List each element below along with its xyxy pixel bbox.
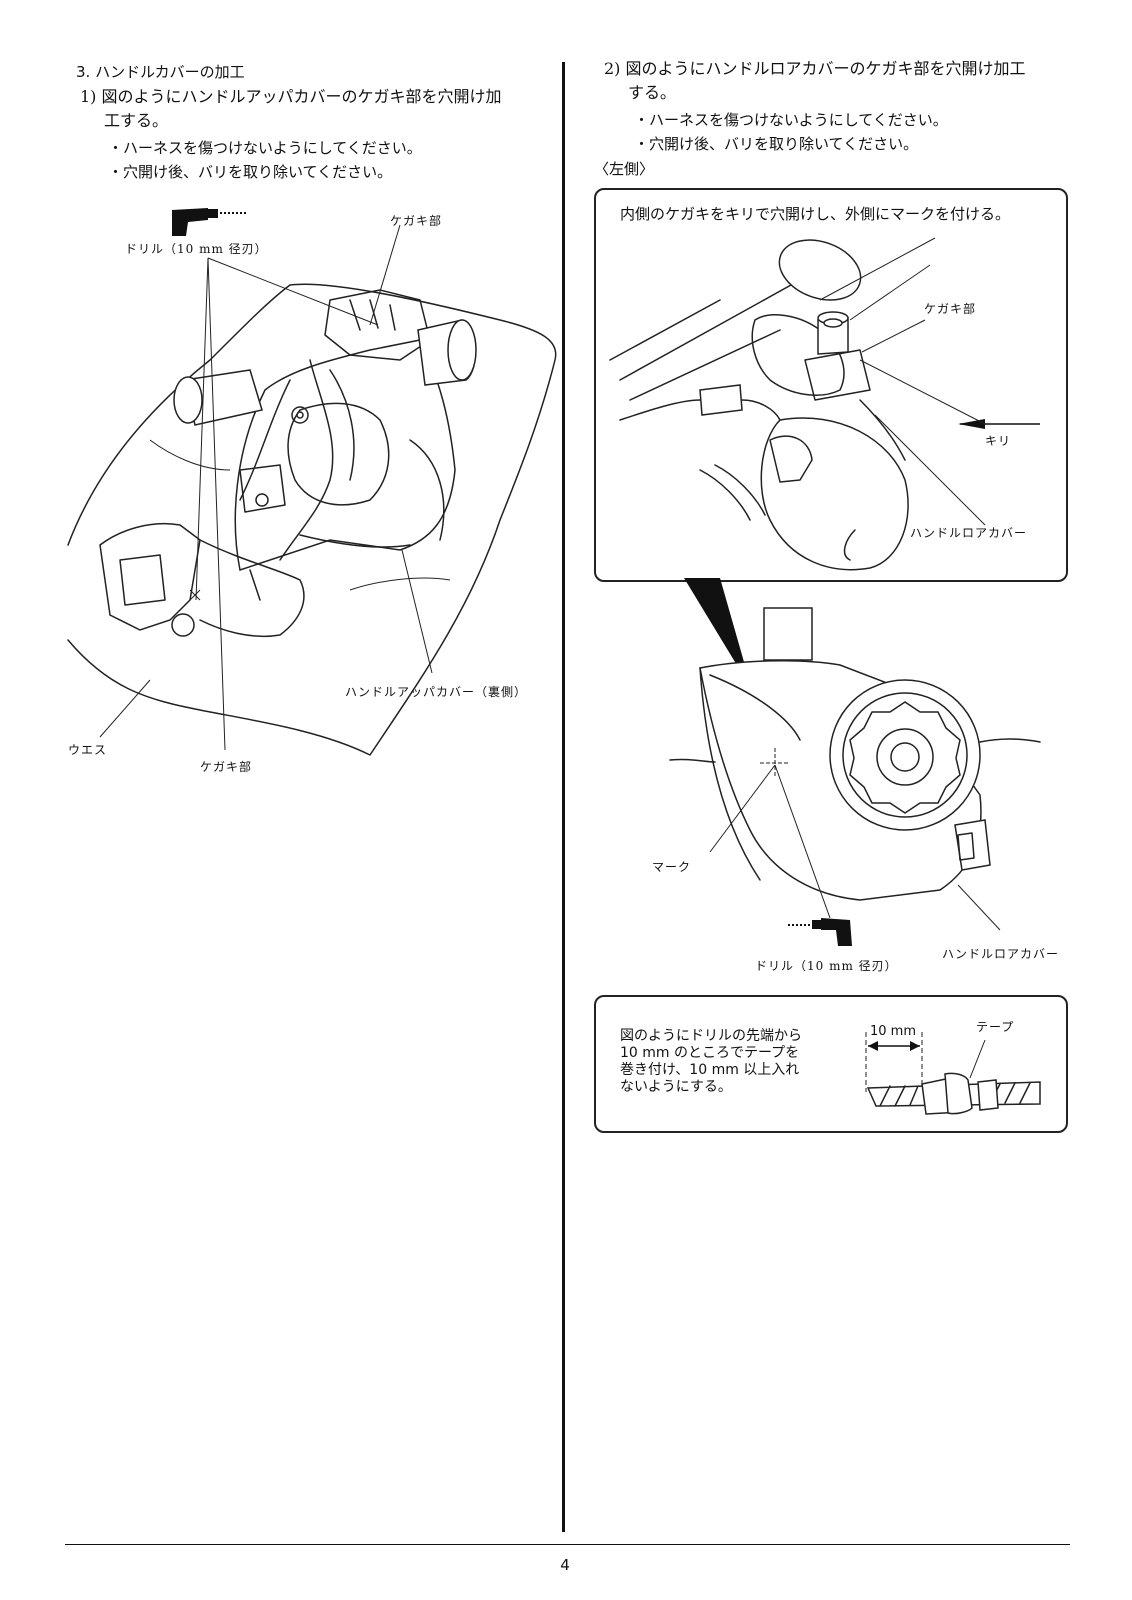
step2-bullet-harness: ・ハーネスを傷つけないようにしてください。 xyxy=(634,111,948,129)
box1-label-kiri: キリ xyxy=(985,434,1012,448)
awl-icon xyxy=(958,419,985,429)
box1-label-lower-cover: ハンドルロアカバー xyxy=(910,526,1028,540)
step2-bullet-burr: ・穴開け後、バリを取り除いてください。 xyxy=(634,135,919,153)
step1-text-line2: 工する。 xyxy=(104,111,169,130)
lower-cover-inner-illustration xyxy=(609,237,1040,690)
tape-note-text: 図のようにドリルの先端から 10 mm のところでテープを 巻き付け、10 mm… xyxy=(620,1028,802,1096)
box1-label-kegaki: ケガキ部 xyxy=(924,302,977,316)
step2-text-line1: 2) 図のようにハンドルロアカバーのケガキ部を穴開け加工 xyxy=(604,59,1026,78)
page-number: 4 xyxy=(560,1556,570,1574)
column-divider xyxy=(562,62,565,1532)
label-kegaki-top: ケガキ部 xyxy=(390,214,443,228)
tape-note-box xyxy=(594,995,1068,1133)
step1-bullet-harness: ・ハーネスを傷つけないようにしてください。 xyxy=(108,139,422,157)
step2-text-line2: する。 xyxy=(628,83,677,102)
tape-note-line2: 10 mm のところでテープを xyxy=(620,1045,800,1061)
step1-bullet-burr: ・穴開け後、バリを取り除いてください。 xyxy=(108,163,393,181)
section-heading: 3. ハンドルカバーの加工 xyxy=(76,63,245,81)
label-kegaki-bottom: ケガキ部 xyxy=(200,760,253,774)
label-waste: ウエス xyxy=(68,743,108,757)
label-upper-cover: ハンドルアッパカバー（裏側） xyxy=(345,685,528,699)
drill-bit-tape-illustration xyxy=(865,1032,1041,1115)
tape-note-line4: ないようにする。 xyxy=(620,1079,732,1095)
tape-note-line3: 巻き付け、10 mm 以上入れ xyxy=(620,1062,800,1078)
label-drill-left: ドリル（10 mm 径刃） xyxy=(125,242,268,256)
footer-rule xyxy=(65,1544,1070,1545)
drill-icon xyxy=(172,208,248,236)
lower-cover-outer-illustration xyxy=(669,607,1041,946)
side-label-left: 〈左側〉 xyxy=(594,160,655,178)
label-mark: マーク xyxy=(652,860,692,874)
label-drill-right: ドリル（10 mm 径刃） xyxy=(755,959,898,973)
label-lower-cover: ハンドルロアカバー xyxy=(942,947,1060,961)
label-tape: テープ xyxy=(976,1020,1015,1034)
drill-icon xyxy=(788,918,852,946)
box1-title: 内側のケガキをキリで穴開けし、外側にマークを付ける。 xyxy=(620,205,1011,223)
tape-note-line1: 図のようにドリルの先端から xyxy=(620,1028,802,1044)
upper-cover-illustration xyxy=(67,208,557,756)
dim-label-10mm: 10 mm xyxy=(870,1024,917,1039)
step1-text-line1: 1) 図のようにハンドルアッパカバーのケガキ部を穴開け加 xyxy=(80,87,502,106)
